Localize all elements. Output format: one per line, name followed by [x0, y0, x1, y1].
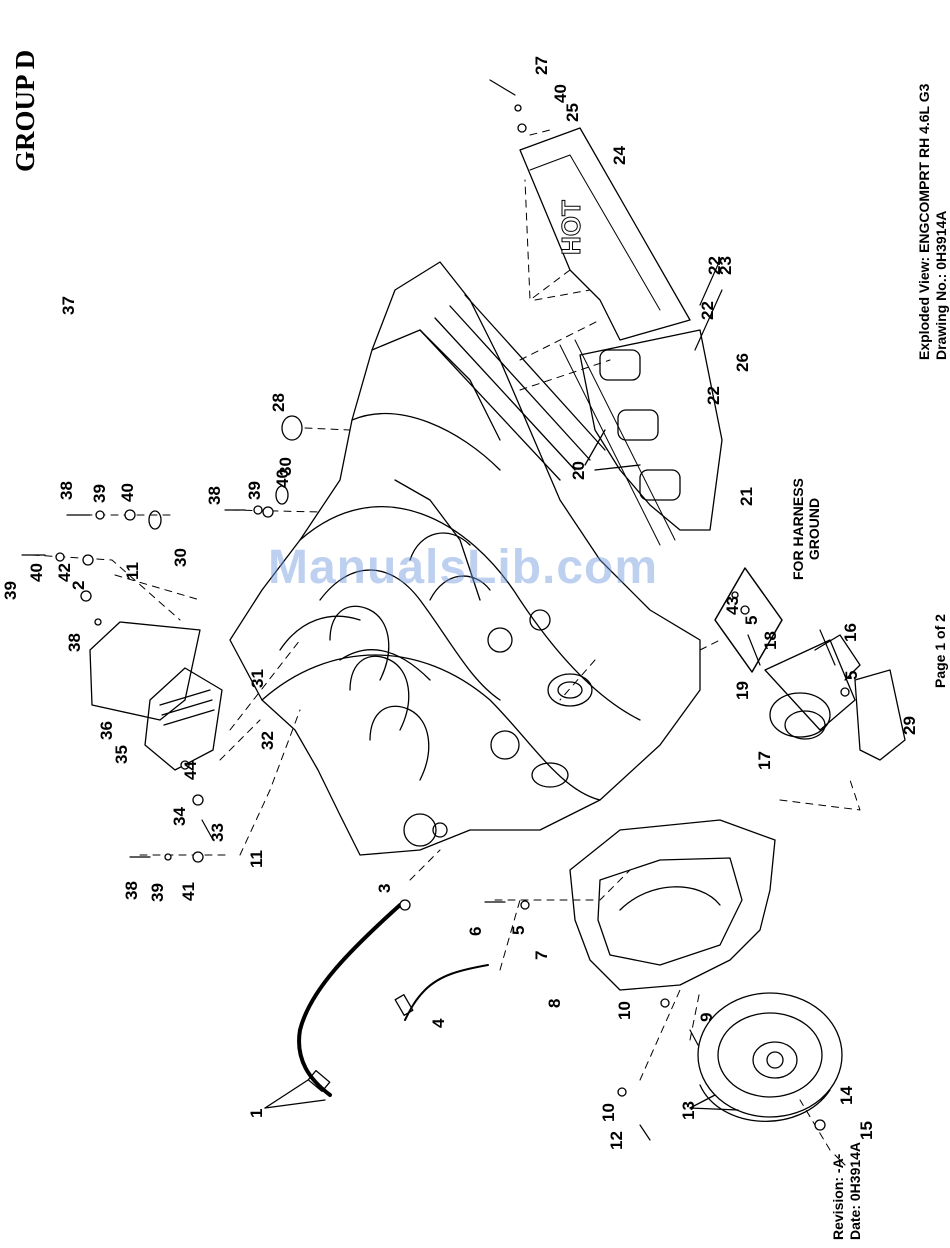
callout-38: 38: [205, 486, 224, 505]
callout-44: 44: [181, 761, 200, 780]
callout-6: 6: [466, 927, 485, 936]
callout-43: 43: [723, 596, 742, 615]
hot-label: HOT: [556, 200, 586, 255]
callout-40: 40: [27, 563, 46, 582]
callout-11: 11: [247, 850, 266, 868]
callout-layer: 1234555678910101111121314151617181920212…: [1, 56, 919, 1150]
callout-34: 34: [170, 807, 189, 826]
callout-5: 5: [742, 616, 761, 625]
callout-4: 4: [429, 1018, 448, 1028]
callout-20: 20: [569, 461, 588, 480]
callout-26: 26: [733, 353, 752, 372]
callout-1: 1: [247, 1109, 266, 1118]
starter-motor: [764, 639, 856, 731]
callout-14: 14: [837, 1086, 856, 1105]
callout-40: 40: [551, 84, 570, 103]
starter-bracket: [854, 669, 906, 761]
callout-32: 32: [258, 731, 277, 750]
callout-9: 9: [697, 1013, 716, 1022]
harness-ground-diamond: [714, 567, 783, 673]
o-ring: [281, 415, 303, 441]
callout-40: 40: [118, 483, 137, 502]
callout-21: 21: [737, 487, 756, 506]
engine-block: [229, 261, 701, 856]
exhaust-manifold: [579, 329, 723, 531]
callout-25: 25: [563, 103, 582, 122]
callout-5: 5: [509, 926, 528, 935]
callout-38: 38: [57, 481, 76, 500]
callout-22: 22: [704, 386, 723, 405]
watermark: ManualsLib.com: [268, 541, 659, 594]
callout-37: 37: [59, 296, 78, 315]
callout-24: 24: [610, 146, 629, 165]
callout-39: 39: [90, 484, 109, 503]
callout-38: 38: [122, 881, 141, 900]
callout-22: 22: [698, 301, 717, 320]
sensor-lead: [404, 964, 489, 1021]
callout-17: 17: [755, 751, 774, 770]
callout-33: 33: [208, 823, 227, 842]
callout-15: 15: [857, 1121, 876, 1140]
callout-39: 39: [148, 883, 167, 902]
callout-2: 2: [69, 581, 88, 590]
heat-shield: [519, 127, 691, 341]
callout-40: 40: [273, 469, 292, 488]
flywheel: [697, 992, 843, 1118]
callout-36: 36: [97, 721, 116, 740]
callout-42: 42: [55, 563, 74, 582]
callout-39: 39: [1, 581, 20, 600]
flywheel-housing: [569, 819, 776, 991]
callout-39: 39: [245, 481, 264, 500]
callout-28: 28: [269, 393, 288, 412]
callout-7: 7: [532, 951, 551, 960]
wire-harness: [297, 903, 402, 1097]
callout-41: 41: [179, 882, 198, 901]
ecm-tray: [89, 621, 201, 721]
callout-8: 8: [545, 999, 564, 1008]
ecm-module: [144, 667, 223, 771]
callout-12: 12: [607, 1131, 626, 1150]
callout-3: 3: [375, 884, 394, 893]
callout-22: 22: [705, 256, 724, 275]
callout-29: 29: [900, 716, 919, 735]
callout-10: 10: [599, 1103, 618, 1122]
callout-23: 23: [716, 256, 735, 275]
callout-19: 19: [733, 681, 752, 700]
callout-18: 18: [761, 631, 780, 650]
callout-38: 38: [65, 633, 84, 652]
callout-16: 16: [841, 623, 860, 642]
callout-31: 31: [248, 669, 267, 688]
callout-30: 30: [171, 548, 190, 567]
callout-27: 27: [532, 56, 551, 75]
callout-30: 30: [276, 457, 295, 476]
callout-10: 10: [615, 1001, 634, 1020]
callout-13: 13: [679, 1101, 698, 1120]
callout-11: 11: [123, 562, 142, 580]
callout-35: 35: [112, 745, 131, 764]
callout-5: 5: [842, 671, 861, 680]
